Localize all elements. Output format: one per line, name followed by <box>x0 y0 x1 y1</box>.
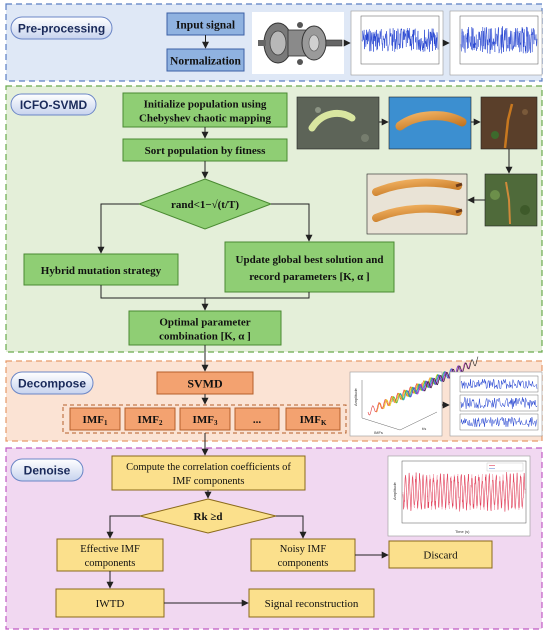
svg-text:rand<1−√(t/T): rand<1−√(t/T) <box>171 199 239 211</box>
update-global-best-box: Update global best solution and record p… <box>224 241 395 293</box>
imf-3d-wave <box>399 368 455 401</box>
svg-text:Discard: Discard <box>423 550 458 562</box>
svg-text:...: ... <box>253 414 262 426</box>
imf-group <box>62 404 347 434</box>
svg-text:combination [K, α ]: combination [K, α ] <box>159 331 251 343</box>
effective-imf-box: Effective IMF components <box>56 538 164 572</box>
arrow-hybrid-optimal <box>100 285 209 311</box>
svg-text:Chebyshev chaotic mapping: Chebyshev chaotic mapping <box>139 113 272 125</box>
imf-2-box: IMF2 <box>124 407 176 431</box>
cordyceps-photo-2 <box>388 96 472 150</box>
raw-signal-plot <box>350 10 444 76</box>
noise-signal-plot: Amplitude Time (s) <box>387 455 531 537</box>
svg-text:Hybrid mutation strategy: Hybrid mutation strategy <box>41 265 162 277</box>
svg-text:ICFO-SVMD: ICFO-SVMD <box>20 98 88 112</box>
svg-text:Input signal: Input signal <box>176 20 235 32</box>
svg-text:Signal reconstruction: Signal reconstruction <box>265 598 359 610</box>
svg-text:IMFs: IMFs <box>374 430 383 435</box>
svg-text:Compute the correlation coeffi: Compute the correlation coefficients of <box>126 462 291 473</box>
gearbox-image <box>252 12 344 74</box>
denoise-decision-diamond: Rk ≥d <box>139 498 277 534</box>
cordyceps-photo-3 <box>480 96 538 150</box>
arrow-decision-hybrid <box>97 203 139 254</box>
signal-reconstruction-box: Signal reconstruction <box>248 588 375 618</box>
optimal-parameter-box: Optimal parameter combination [K, α ] <box>128 310 282 346</box>
imf-k-box: IMFK <box>285 407 341 431</box>
svg-text:Rk ≥d: Rk ≥d <box>194 511 223 523</box>
decompose-label: Decompose <box>10 371 94 395</box>
imf-3d-wave <box>391 370 447 404</box>
svg-text:Sort population by fitness: Sort population by fitness <box>145 145 266 157</box>
imf-3d-wave <box>407 365 463 398</box>
svg-text:Normalization: Normalization <box>170 56 242 68</box>
svg-text:Initialize population using: Initialize population using <box>144 99 267 111</box>
normalized-signal-plot <box>449 10 543 76</box>
normalization-box: Normalization <box>166 48 245 72</box>
iwtd-box: IWTD <box>55 588 165 618</box>
svg-text:Denoise: Denoise <box>24 464 71 478</box>
arrow-decision-effective <box>106 515 140 539</box>
input-signal-box: Input signal <box>166 12 245 36</box>
noisy-imf-box: Noisy IMF components <box>250 538 356 572</box>
icfo-label: ICFO-SVMD <box>10 93 97 116</box>
imf-stack-plot <box>449 371 543 437</box>
icfo-decision-diamond: rand<1−√(t/T) <box>137 178 273 230</box>
imf-3-box: IMF3 <box>179 407 231 431</box>
svg-text:Optimal parameter: Optimal parameter <box>159 317 250 329</box>
svg-text:Time (s): Time (s) <box>455 529 470 534</box>
arrow-decision-noisy <box>276 515 307 539</box>
svg-text:IMF components: IMF components <box>172 476 244 487</box>
svg-text:IMF1: IMF1 <box>83 414 108 427</box>
svg-text:Effective IMF: Effective IMF <box>80 544 140 555</box>
svg-text:IMF3: IMF3 <box>193 414 218 427</box>
svg-text:IWTD: IWTD <box>96 598 125 610</box>
svg-text:Amplitude: Amplitude <box>392 481 397 500</box>
correlation-box: Compute the correlation coefficients of … <box>111 455 306 491</box>
svg-text:Pre-processing: Pre-processing <box>18 22 105 36</box>
imf-ellipsis-box: ... <box>234 407 280 431</box>
svg-text:IMF2: IMF2 <box>138 414 163 427</box>
svg-text:Amplitude: Amplitude <box>353 387 358 406</box>
svg-text:SVMD: SVMD <box>187 377 223 391</box>
cordyceps-photo-1 <box>296 96 380 150</box>
cordyceps-photo-4 <box>484 173 538 227</box>
svmd-box: SVMD <box>156 371 254 395</box>
initialize-population-box: Initialize population using Chebyshev ch… <box>122 92 288 128</box>
svg-text:components: components <box>278 558 329 569</box>
imf-1-box: IMF1 <box>69 407 121 431</box>
line-update-optimal <box>205 292 310 299</box>
arrow-decision-update <box>271 203 313 242</box>
svg-text:t/s: t/s <box>422 426 426 431</box>
svg-text:Decompose: Decompose <box>18 377 86 391</box>
svg-text:components: components <box>85 558 136 569</box>
preprocessing-label: Pre-processing <box>10 16 113 40</box>
svg-text:Update global best solution an: Update global best solution and <box>236 254 384 266</box>
svg-text:Noisy IMF: Noisy IMF <box>280 544 327 555</box>
hybrid-mutation-box: Hybrid mutation strategy <box>23 253 179 286</box>
svg-text:IMFK: IMFK <box>300 414 327 427</box>
svg-text:record parameters [K, α ]: record parameters [K, α ] <box>249 271 369 283</box>
denoise-label: Denoise <box>10 458 84 482</box>
cordyceps-photo-5 <box>366 173 468 235</box>
sort-population-box: Sort population by fitness <box>122 138 288 162</box>
imf-3d-plot: Amplitude IMFs t/s <box>349 356 479 437</box>
imf-3d-wave <box>415 362 471 395</box>
discard-box: Discard <box>388 540 493 569</box>
